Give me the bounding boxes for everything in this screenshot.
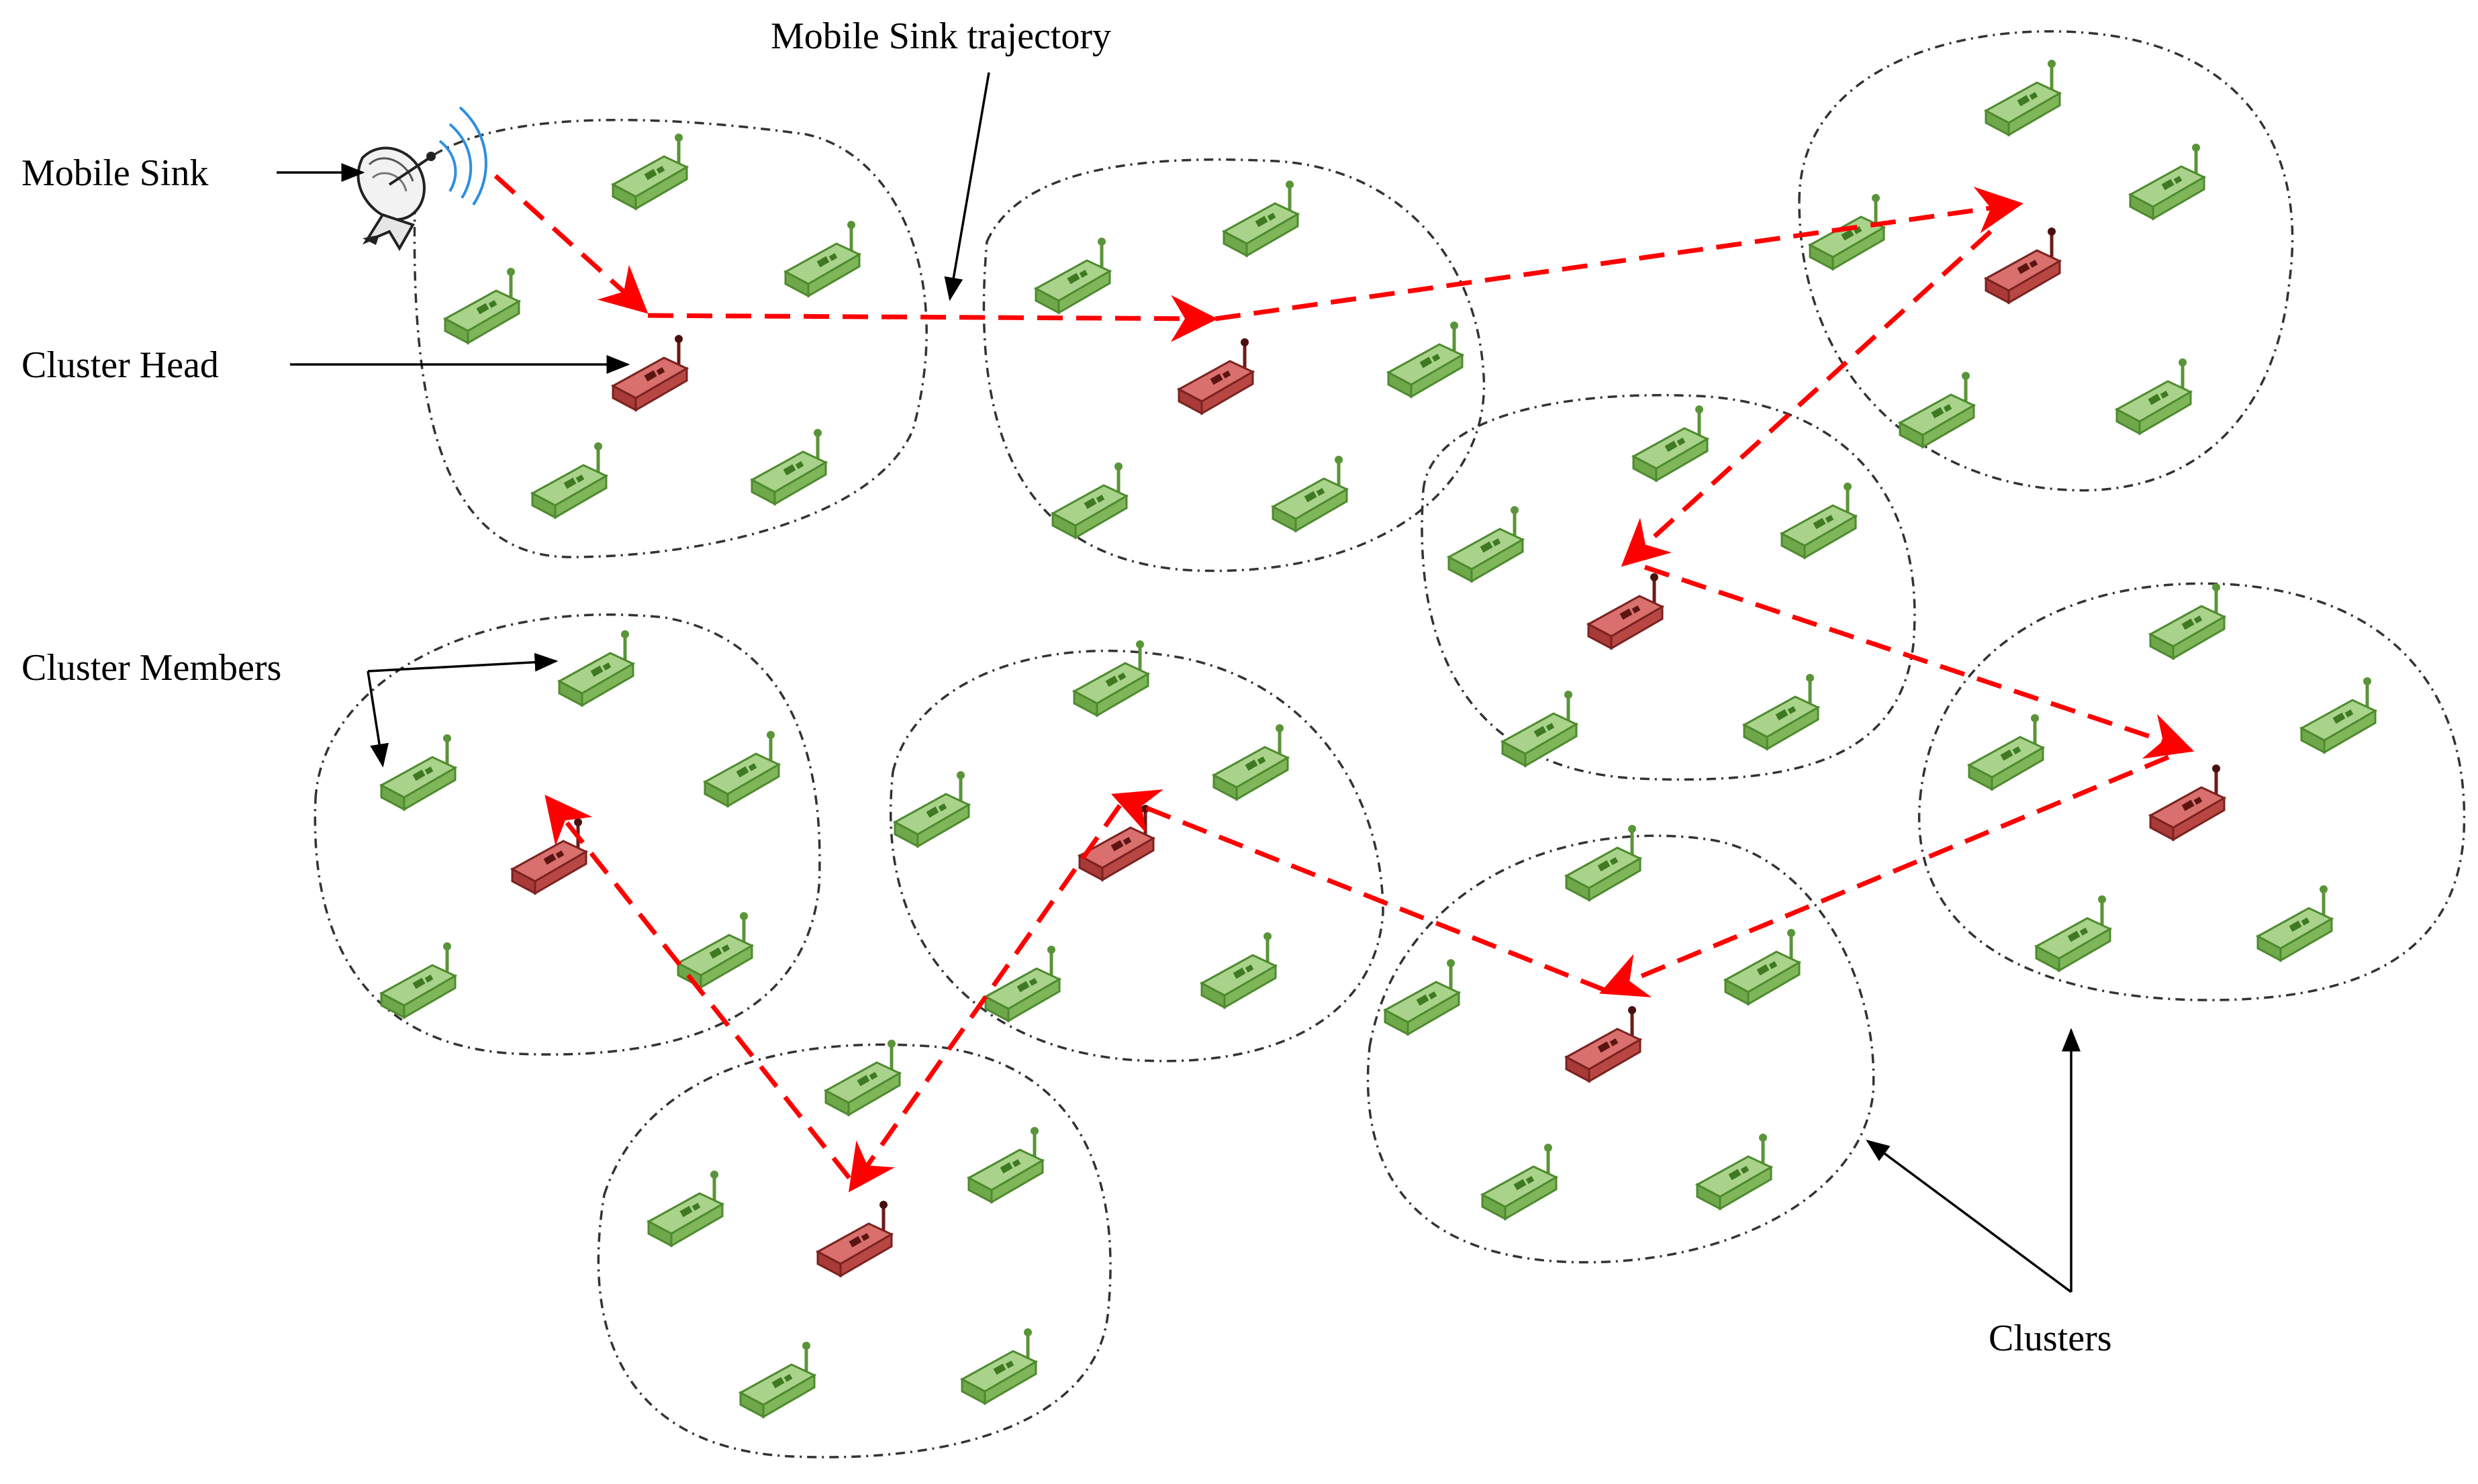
sensor-node-icon <box>1697 1134 1771 1209</box>
sensor-node-icon <box>1214 724 1288 799</box>
sensor-node-icon <box>705 731 779 806</box>
sensor-node-icon <box>1053 462 1127 538</box>
cluster-head-node-icon <box>1179 338 1253 413</box>
cluster-1 <box>413 118 928 558</box>
cluster-head-node-icon <box>818 1201 892 1276</box>
satellite-dish-icon <box>356 106 487 251</box>
sensor-node-icon <box>1969 714 2043 789</box>
sensor-node-icon <box>1224 181 1298 256</box>
sensor-node-icon <box>2036 895 2110 971</box>
sensor-node-icon <box>1725 929 1799 1004</box>
cluster-members-label: Cluster Members <box>21 647 281 689</box>
sensor-node-icon <box>613 134 687 209</box>
label-pointers <box>277 72 2081 1293</box>
sensor-node-icon <box>826 1040 900 1115</box>
sensor-node-icon <box>1388 321 1462 397</box>
cluster-head-node-icon <box>2150 764 2224 840</box>
mobile-sink-trajectory <box>493 174 2195 1193</box>
sensor-node-icon <box>962 1328 1036 1403</box>
sensor-node-icon <box>649 1171 722 1246</box>
cluster-head-node-icon <box>1080 805 1153 880</box>
cluster-members <box>381 60 2375 1417</box>
sensor-node-icon <box>1744 674 1818 749</box>
sensor-node-icon <box>1900 372 1974 447</box>
sensor-node-icon <box>1986 60 2060 135</box>
clusters <box>314 30 2466 1458</box>
sensor-node-icon <box>785 221 859 296</box>
cluster-head-node-icon <box>613 335 687 410</box>
sensor-node-icon <box>2150 583 2224 658</box>
sensor-node-icon <box>2301 677 2375 752</box>
cluster-head-node-icon <box>1566 1006 1640 1081</box>
sensor-node-icon <box>381 734 455 809</box>
cluster-head-node-icon <box>1986 228 2060 303</box>
sensor-node-icon <box>2117 358 2191 434</box>
sensor-node-icon <box>1449 506 1523 581</box>
cluster-3 <box>1798 30 2294 492</box>
sensor-node-icon <box>1503 691 1576 766</box>
sensor-node-icon <box>1273 456 1347 531</box>
sensor-node-icon <box>2258 885 2332 960</box>
cluster-9 <box>597 1043 1112 1458</box>
sensor-node-icon <box>1482 1144 1556 1219</box>
sensor-node-icon <box>1782 483 1856 558</box>
sensor-node-icon <box>895 771 969 846</box>
sensor-node-icon <box>1633 405 1707 481</box>
cluster-head-node-icon <box>1588 573 1662 648</box>
sensor-node-icon <box>1810 194 1884 269</box>
sensor-node-icon <box>381 942 455 1018</box>
sensor-node-icon <box>559 630 633 705</box>
cluster-8 <box>1366 834 1875 1264</box>
sensor-node-icon <box>1036 238 1110 313</box>
cluster-6 <box>889 649 1384 1062</box>
sensor-node-icon <box>1202 932 1276 1007</box>
signal-waves-icon <box>438 106 487 206</box>
cluster-4 <box>1421 393 1916 781</box>
sensor-node-icon <box>969 1127 1043 1202</box>
mobile-sink-label: Mobile Sink <box>21 152 208 194</box>
clusters-label: Clusters <box>1989 1318 2112 1359</box>
cluster-head-label: Cluster Head <box>21 344 219 386</box>
sensor-node-icon <box>752 429 826 504</box>
cluster-5 <box>314 613 821 1056</box>
sensor-node-icon <box>741 1342 814 1417</box>
trajectory-label: Mobile Sink trajectory <box>771 15 1111 57</box>
cluster-7 <box>1917 582 2466 1001</box>
sensor-node-icon <box>532 442 606 517</box>
sensor-node-icon <box>445 268 519 343</box>
sensor-node-icon <box>2130 144 2204 219</box>
